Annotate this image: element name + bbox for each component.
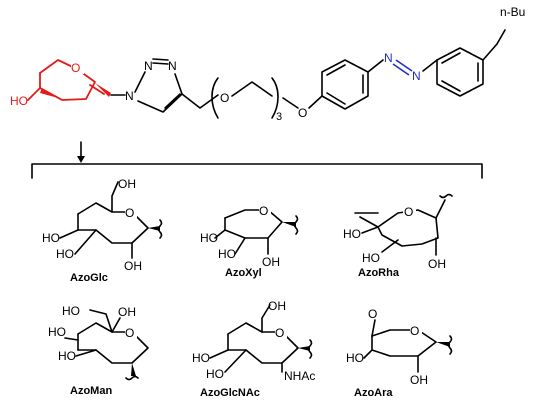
man-ring-o: O xyxy=(125,326,134,340)
glcnac-oh-6: OH xyxy=(268,299,286,313)
rha-ring-o: O xyxy=(404,205,413,219)
structure-azoman: HO OH O HO HO AzoMan xyxy=(48,304,149,397)
label-azoman: AzoMan xyxy=(70,385,112,397)
azo-group: N N xyxy=(367,51,438,83)
ara-oh-3: HO xyxy=(346,351,364,365)
ara-ring-o: O xyxy=(410,324,419,338)
generic-sugar-ring: O HO xyxy=(10,59,111,108)
rha-oh-4: HO xyxy=(343,227,361,241)
repeat-count: 3 xyxy=(276,111,282,123)
man-oh-3: HO xyxy=(58,349,76,363)
peg-oxygen: O xyxy=(220,91,229,105)
azo-n1: N xyxy=(384,51,393,65)
man-oh-2: OH xyxy=(118,305,136,319)
xyl-oh-3: HO xyxy=(218,247,236,261)
peg-linker: O 3 O xyxy=(181,77,323,123)
ring-oxygen: O xyxy=(71,61,80,75)
hydroxyl-label: HO xyxy=(10,94,28,108)
azo-n2: N xyxy=(412,69,421,83)
structure-azoara: O O HO OH AzoAra xyxy=(346,307,453,399)
parent-molecule: O HO N N N O 3 O xyxy=(10,5,525,123)
glcnac-oh-4: HO xyxy=(192,351,210,365)
man-oh-4: HO xyxy=(48,325,66,339)
ara-oh-4: O xyxy=(368,307,377,321)
structure-azoglc: OH O HO HO OH AzoGlc xyxy=(42,177,163,284)
glc-oh-3: HO xyxy=(56,247,74,261)
xyl-oh-4: HO xyxy=(200,231,218,245)
glc-oh-6: OH xyxy=(118,177,136,191)
structure-azoxyl: O HO HO OH AzoXyl xyxy=(200,203,299,279)
label-azoglcnac: AzoGlcNAc xyxy=(200,387,260,399)
glc-oh-4: HO xyxy=(42,231,60,245)
label-azoglc: AzoGlc xyxy=(70,272,108,284)
triazole-n1: N xyxy=(125,89,134,103)
n-butyl-label: n-Bu xyxy=(500,5,525,19)
label-azorha: AzoRha xyxy=(358,267,400,279)
structure-azoglcnac: OH O HO HO NHAc AzoGlcNAc xyxy=(192,299,315,399)
xyl-oh-2: OH xyxy=(262,255,280,269)
glcnac-ring-o: O xyxy=(275,326,284,340)
glcnac-oh-3: HO xyxy=(206,367,224,381)
ara-oh-2: OH xyxy=(410,373,428,387)
phenyl-ring-1 xyxy=(321,59,369,110)
triazole-n3: N xyxy=(168,59,177,73)
triazole-ring: N N N xyxy=(110,58,183,113)
man-oh-6: HO xyxy=(62,304,80,318)
xyl-ring-o: O xyxy=(259,204,268,218)
derivative-bracket xyxy=(31,141,483,179)
glc-oh-2: OH xyxy=(124,259,142,273)
triazole-n2: N xyxy=(144,59,153,73)
label-azoxyl: AzoXyl xyxy=(225,267,262,279)
glc-ring-o: O xyxy=(125,206,134,220)
structure-azorha: O HO HO OH AzoRha xyxy=(343,193,453,279)
rha-oh-2: OH xyxy=(428,257,446,271)
label-azoara: AzoAra xyxy=(354,387,393,399)
rha-oh-3: HO xyxy=(362,251,380,265)
glcnac-nhac: NHAc xyxy=(284,369,315,383)
ether-oxygen: O xyxy=(298,106,307,120)
phenyl-ring-2: n-Bu xyxy=(436,5,525,97)
